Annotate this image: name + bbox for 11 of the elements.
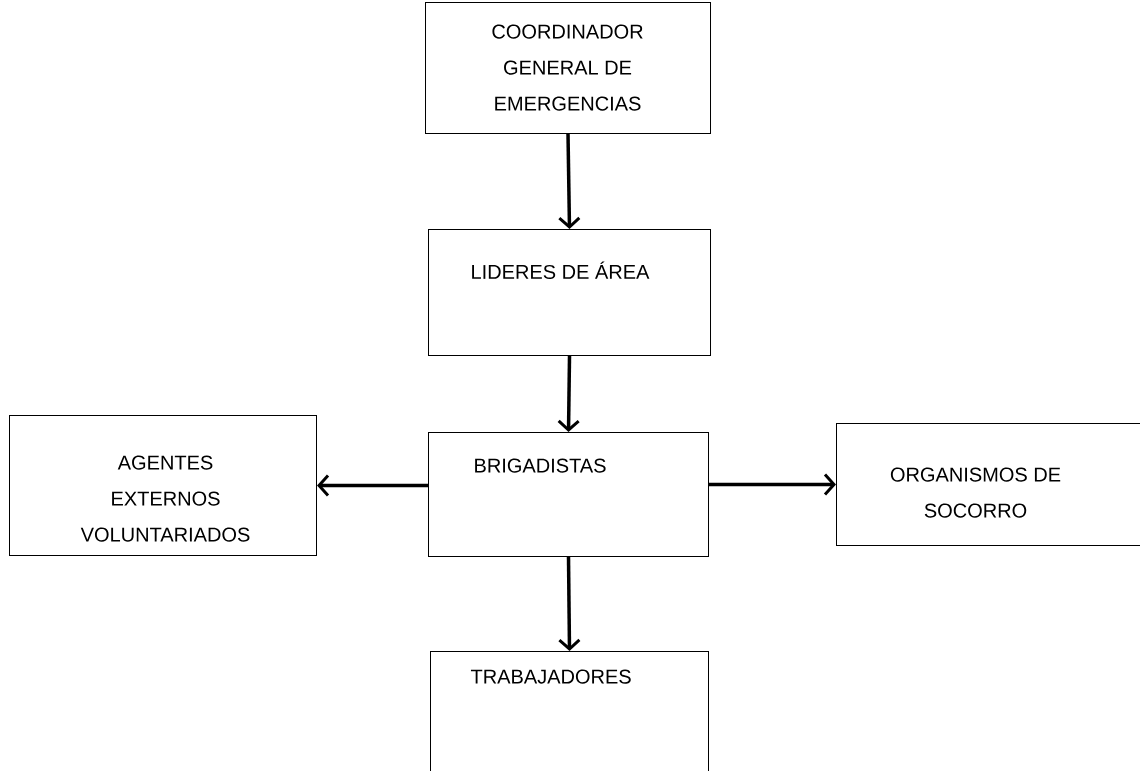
arrow [317, 474, 428, 497]
arrow [709, 473, 836, 496]
org-box: COORDINADOR GENERAL DE EMERGENCIAS [425, 2, 711, 134]
org-box: TRABAJADORES [430, 651, 709, 771]
org-box: LIDERES DE ÁREA [428, 229, 711, 356]
arrow [557, 356, 580, 432]
arrow [558, 557, 581, 651]
org-box: ORGANISMOS DE SOCORRO [836, 423, 1140, 546]
org-box: AGENTES EXTERNOS VOLUNTARIADOS [9, 415, 317, 556]
arrow [558, 133, 581, 229]
org-box: BRIGADISTAS [428, 432, 709, 557]
